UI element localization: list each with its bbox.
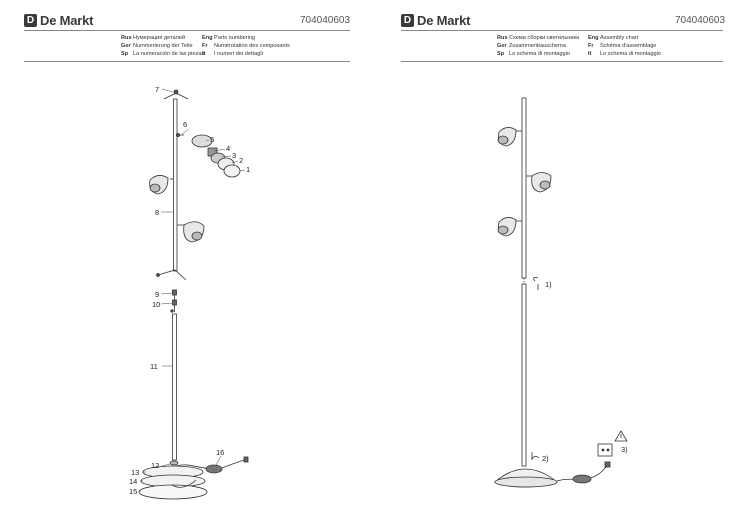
header-rule-top: [401, 30, 723, 31]
header-rule-bottom: [401, 61, 723, 62]
header-rule-bottom: [24, 61, 350, 62]
part-label-12: 12: [151, 461, 159, 470]
part-label-14: 14: [129, 477, 137, 486]
part-label-8: 8: [155, 208, 159, 217]
brand-logo: D De Markt: [24, 13, 94, 28]
assembly-chart-page: D De Markt 704040603 RusСхема сборки све…: [375, 0, 750, 530]
foot-switch-part-16: [205, 464, 223, 474]
brand-logo: D De Markt: [401, 13, 471, 28]
brand-name: De Markt: [40, 13, 94, 28]
brand-logo-icon: D: [24, 14, 37, 27]
part-label-16: 16: [216, 448, 224, 457]
lower-pole: [521, 283, 527, 467]
shade-part-5: [191, 134, 213, 148]
part-label-7: 7: [155, 85, 159, 94]
parts-exploded-drawing: 7 6 5 4 3 2 1 8 9 10 11 12 13 14 15 16: [129, 85, 250, 500]
part-label-10: 10: [152, 300, 160, 309]
part-label-11: 11: [150, 362, 158, 371]
step-label-3: 3): [621, 445, 628, 454]
brand-logo-icon: D: [401, 14, 414, 27]
upper-pole: [173, 98, 178, 272]
article-code: 704040603: [675, 15, 726, 26]
step-2-rotate-arrow: [531, 455, 540, 460]
upper-pole: [521, 97, 527, 279]
bulb-cover-part-1: [223, 164, 241, 178]
part-label-6: 6: [183, 120, 187, 129]
plug: [604, 461, 611, 468]
part-label-9: 9: [155, 290, 159, 299]
foot-switch: [572, 474, 592, 484]
part-label-4: 4: [226, 144, 230, 153]
step-label-2: 2): [542, 454, 549, 463]
step-1-rotate-arrow: [533, 277, 539, 282]
wall-socket: [597, 443, 613, 457]
base-plate-part-15: [138, 484, 208, 500]
connector-part-10: [172, 299, 177, 306]
lower-pole-part-11: [172, 313, 177, 461]
top-cap-screw: [173, 89, 179, 95]
plug: [243, 456, 249, 463]
part-label-5: 5: [210, 135, 214, 144]
header-rule-top: [24, 30, 350, 31]
article-code: 704040603: [300, 15, 351, 26]
lower-cap-arms: [157, 269, 187, 281]
parts-numbering-page: D De Markt 704040603 RusНумерация детале…: [24, 13, 351, 500]
part-label-2: 2: [239, 156, 243, 165]
part-label-15: 15: [129, 487, 137, 496]
part-label-1: 1: [246, 165, 250, 174]
step-label-1: 1): [545, 280, 552, 289]
base-nut-part-12: [169, 460, 179, 466]
assembly-drawing: 1) 2) 3): [494, 97, 628, 488]
part-label-13: 13: [131, 468, 139, 477]
connector-part-9: [172, 289, 177, 296]
part-label-3: 3: [232, 151, 236, 160]
brand-name: De Markt: [417, 13, 471, 28]
